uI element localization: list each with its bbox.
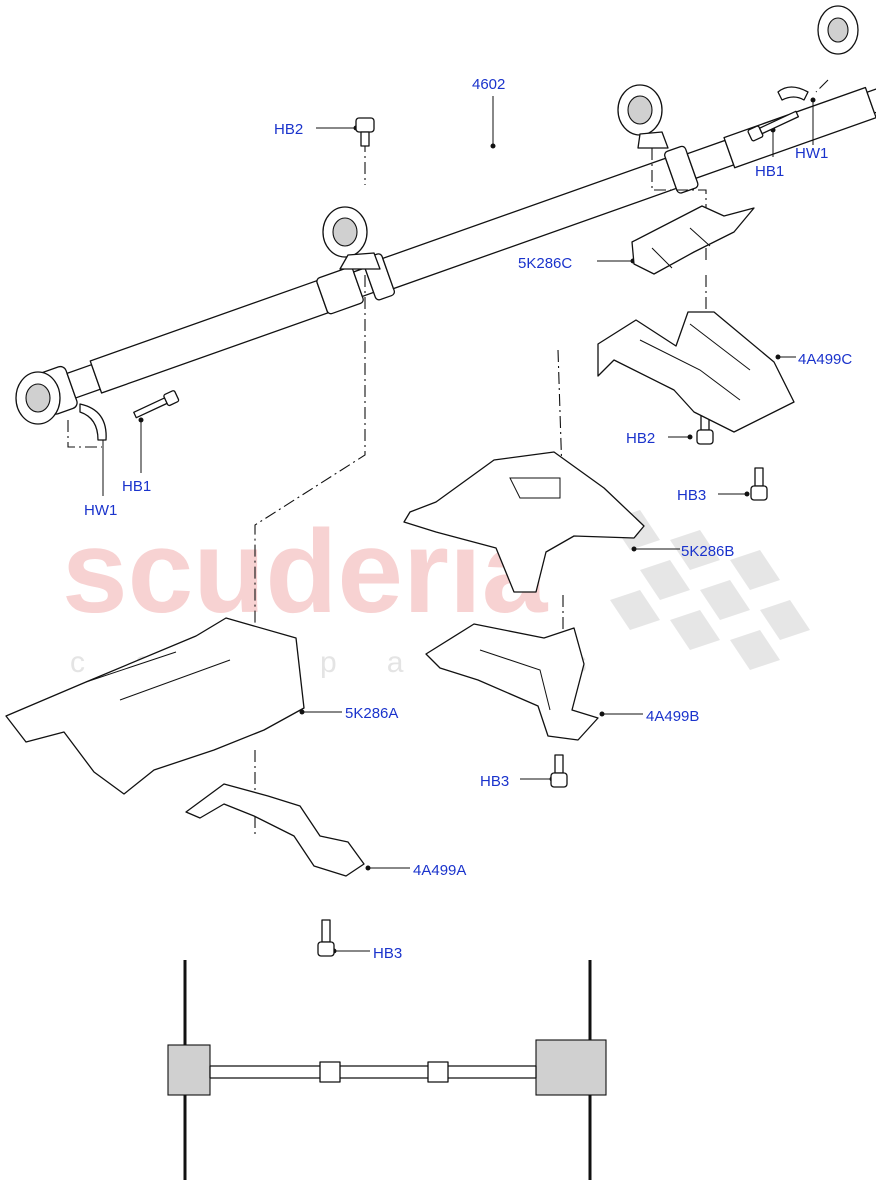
label-hb1-right[interactable]: HB1 bbox=[755, 163, 784, 180]
bracket-4a499a[interactable] bbox=[185, 783, 365, 877]
leader-lines bbox=[67, 79, 829, 954]
label-hb3-right[interactable]: HB3 bbox=[677, 487, 706, 504]
label-bracket-a[interactable]: 4A499A bbox=[413, 862, 466, 879]
label-hb2-mid[interactable]: HB2 bbox=[626, 430, 655, 447]
hb3-mid-bolt[interactable] bbox=[550, 754, 568, 788]
bracket-4a499c[interactable] bbox=[597, 311, 795, 433]
label-hb3-mid[interactable]: HB3 bbox=[480, 773, 509, 790]
hw1-right-washer[interactable] bbox=[777, 86, 809, 101]
label-hb2-top[interactable]: HB2 bbox=[274, 121, 303, 138]
callout-labels: 4602 HB2 HB1 HW1 5K286C 4A499C HB2 HB3 H… bbox=[84, 76, 852, 962]
label-heatshield-c[interactable]: 5K286C bbox=[518, 255, 572, 272]
heat-shield-5k286b[interactable] bbox=[403, 451, 645, 593]
label-propshaft[interactable]: 4602 bbox=[472, 76, 505, 93]
label-bracket-b[interactable]: 4A499B bbox=[646, 708, 699, 725]
hb3-right-bolt[interactable] bbox=[750, 467, 768, 501]
label-heatshield-a[interactable]: 5K286A bbox=[345, 705, 398, 722]
hb3-bottom-bolt[interactable] bbox=[317, 919, 335, 957]
label-hw1-left[interactable]: HW1 bbox=[84, 502, 117, 519]
label-hb1-left[interactable]: HB1 bbox=[122, 478, 151, 495]
hb2-top-bolt[interactable] bbox=[355, 117, 375, 147]
label-heatshield-b[interactable]: 5K286B bbox=[681, 543, 734, 560]
checkered-flag-icon bbox=[610, 510, 810, 670]
label-hb3-bottom[interactable]: HB3 bbox=[373, 945, 402, 962]
label-bracket-c[interactable]: 4A499C bbox=[798, 351, 852, 368]
propshaft-4602[interactable] bbox=[15, 5, 876, 425]
heat-shield-5k286c[interactable] bbox=[631, 205, 755, 275]
driveline-overview bbox=[167, 960, 607, 1180]
bracket-4a499b[interactable] bbox=[425, 623, 599, 741]
hb1-right-bolt[interactable] bbox=[747, 109, 800, 142]
heat-shield-5k286a[interactable] bbox=[5, 617, 305, 795]
hb1-left-bolt[interactable] bbox=[132, 390, 180, 420]
hw1-left-washer[interactable] bbox=[79, 403, 107, 441]
label-hw1-right[interactable]: HW1 bbox=[795, 145, 828, 162]
